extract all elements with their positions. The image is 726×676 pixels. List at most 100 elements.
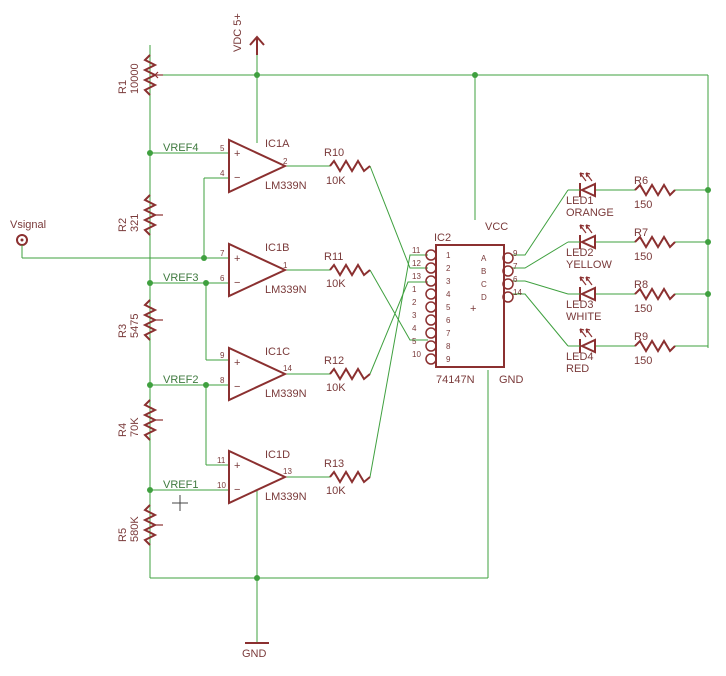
ic2-pin-number: 1 <box>412 285 417 294</box>
ic2-output-pin-b <box>502 265 514 277</box>
ic2-input-label: 9 <box>446 355 451 364</box>
ic2-input-label: 2 <box>446 264 451 273</box>
led-light-rays-icon <box>579 172 593 182</box>
ic1d-pin-minus: 10 <box>217 481 226 490</box>
resistor-r10: R10 10K <box>324 147 371 187</box>
ic1a-pin-plus: 5 <box>220 144 225 153</box>
ic1a-name: IC1A <box>265 138 290 150</box>
ic2-pin-number: 5 <box>412 337 417 346</box>
vref3-label: VREF3 <box>163 272 198 284</box>
resistor-r4: R4 70K <box>117 399 163 441</box>
ic2-marker: + <box>470 303 476 315</box>
ic2-output-pin-a <box>502 252 514 264</box>
vref4-label: VREF4 <box>163 142 198 154</box>
r12-name: R12 <box>324 355 344 367</box>
resistor-r7: R7 150 <box>634 227 676 263</box>
ic2-output-label: C <box>481 280 487 289</box>
crosshair-cursor-icon <box>172 495 188 511</box>
ic2-vcc-label: VCC <box>485 221 508 233</box>
ic1a-part: LM339N <box>265 180 307 192</box>
r8-value: 150 <box>634 303 652 315</box>
ic2-pin-number: 6 <box>513 275 518 284</box>
ic1a-pin-minus: 4 <box>220 169 225 178</box>
resistor-r3: R3 5475 <box>117 299 163 341</box>
ic2-input-label: 8 <box>446 342 451 351</box>
r6-value: 150 <box>634 199 652 211</box>
svg-text:−: − <box>234 277 240 289</box>
ic1c-pin-minus: 8 <box>220 376 225 385</box>
ic2-input-pin-4 <box>425 288 437 300</box>
ic2-pin-number: 9 <box>513 249 518 258</box>
ic2-pin-number: 13 <box>412 272 421 281</box>
ic2-pin-number: 11 <box>412 246 421 255</box>
led-name: LED4 <box>566 351 594 363</box>
vref2-label: VREF2 <box>163 374 198 386</box>
r4-name: R4 <box>117 423 129 437</box>
r13-name: R13 <box>324 458 344 470</box>
led-color-label: YELLOW <box>566 259 612 271</box>
ic1b-part: LM339N <box>265 284 307 296</box>
resistor-r2: R2 321 <box>117 194 163 236</box>
resistor-r9: R9 150 <box>634 331 676 367</box>
signal-label: Vsignal <box>10 219 46 231</box>
resistor-r5: R5 580K <box>117 504 163 546</box>
ic2-output-label: B <box>481 267 486 276</box>
ic2-input-pin-3 <box>425 275 437 287</box>
r2-value: 321 <box>129 214 141 232</box>
ic1b-pin-out: 1 <box>283 261 288 270</box>
r11-value: 10K <box>326 278 346 290</box>
wires <box>22 40 709 643</box>
vcc-label: VDC 5+ <box>232 13 244 52</box>
ic1c-pin-plus: 9 <box>220 351 225 360</box>
svg-text:−: − <box>234 172 240 184</box>
r6-name: R6 <box>634 175 648 187</box>
svg-text:−: − <box>234 484 240 496</box>
r10-name: R10 <box>324 147 344 159</box>
led-color-label: RED <box>566 363 589 375</box>
led-triangle-icon <box>579 338 596 354</box>
ic2-input-label: 4 <box>446 290 451 299</box>
r2-name: R2 <box>117 218 129 232</box>
vcc-symbol: VDC 5+ <box>232 13 265 55</box>
ic1d-pin-out: 13 <box>283 467 292 476</box>
led-light-rays-icon <box>579 276 593 286</box>
led-light-rays-icon <box>579 328 593 338</box>
gnd-label: GND <box>242 648 267 660</box>
led-light-rays-icon <box>579 224 593 234</box>
comparator-ic1d: + − 11 10 13 IC1D LM339N <box>217 449 307 505</box>
r7-name: R7 <box>634 227 648 239</box>
led-name: LED1 <box>566 195 594 207</box>
ic2-input-label: 5 <box>446 303 451 312</box>
r13-value: 10K <box>326 485 346 497</box>
r5-name: R5 <box>117 528 129 542</box>
ic1c-name: IC1C <box>265 346 290 358</box>
resistor-r11: R11 10K <box>324 251 371 290</box>
led-name: LED2 <box>566 247 594 259</box>
ic2-output-label: D <box>481 293 487 302</box>
ic2-output-pin-d <box>502 291 514 303</box>
r5-value: 580K <box>129 516 141 542</box>
ic1c-pin-out: 14 <box>283 364 292 373</box>
ic2-part: 74147N <box>436 374 475 386</box>
ic1d-name: IC1D <box>265 449 290 461</box>
ic1b-pin-plus: 7 <box>220 249 225 258</box>
comparator-ic1c: + − 9 8 14 IC1C LM339N <box>220 346 307 402</box>
comparator-ic1a: + − 5 4 2 IC1A LM339N <box>220 138 307 194</box>
resistor-r13: R13 10K <box>324 458 371 497</box>
svg-text:+: + <box>234 357 240 369</box>
encoder-ic2: IC2 VCC 74147N GND + 1111221331425364758… <box>412 221 524 386</box>
r1-value: 10000 <box>129 63 141 94</box>
ic2-pin-number: 14 <box>513 288 522 297</box>
r12-value: 10K <box>326 382 346 394</box>
junction-dots <box>147 72 711 581</box>
ic2-input-label: 6 <box>446 316 451 325</box>
r3-value: 5475 <box>129 314 141 338</box>
led-color-label: ORANGE <box>566 207 614 219</box>
